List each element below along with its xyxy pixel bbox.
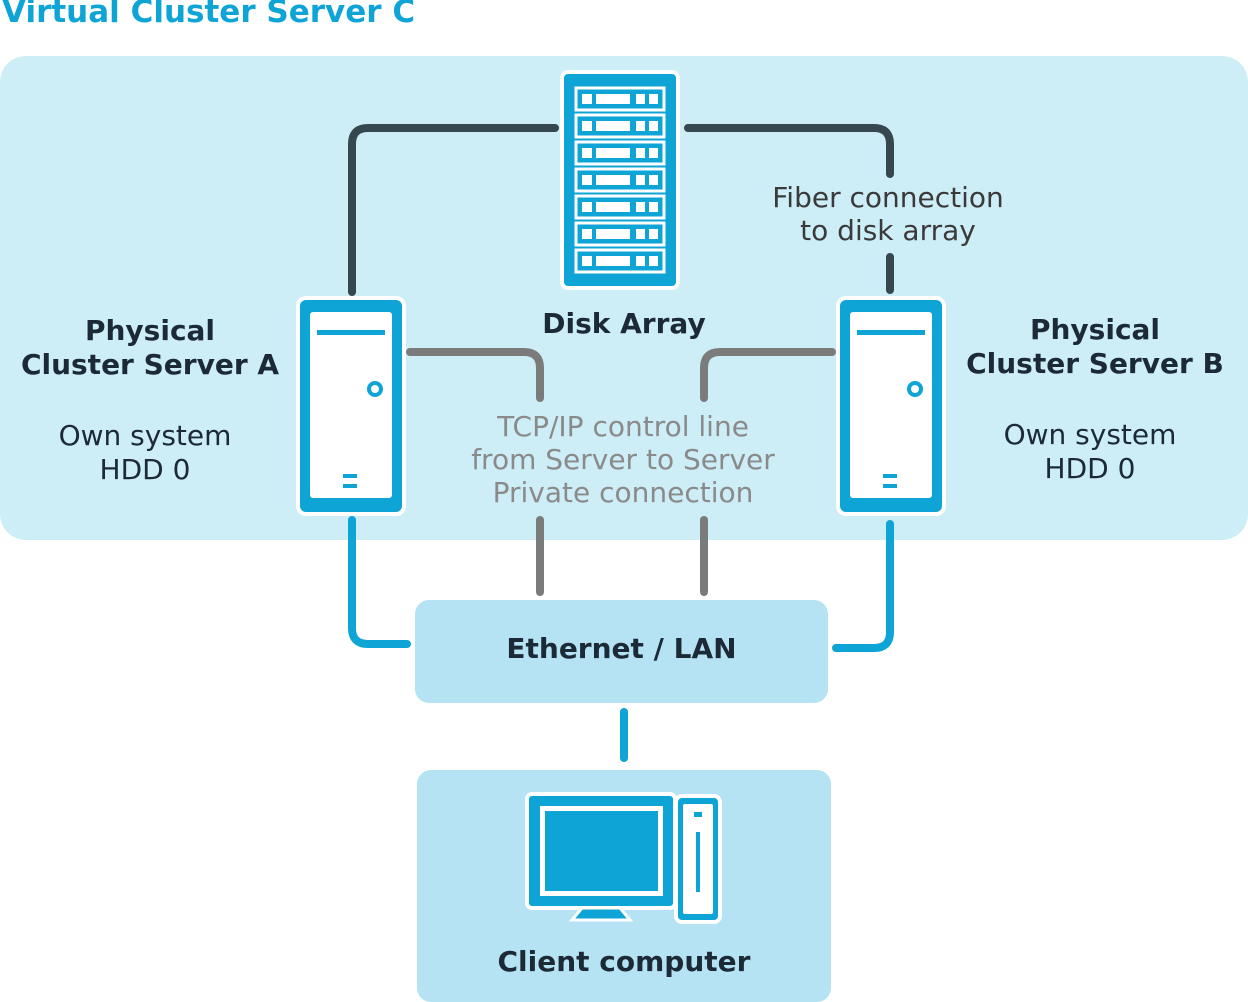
disk-array-label: Disk Array <box>542 307 706 340</box>
tcpip-label-line3: Private connection <box>492 476 754 509</box>
server-a-system-line1: Own system <box>58 419 232 452</box>
server-a-name-line1: Physical <box>84 314 216 347</box>
server-b-system-line2: HDD 0 <box>1044 452 1136 485</box>
lan-line-server-a <box>348 516 411 648</box>
fiber-connection-label: Fiber connection to disk array <box>748 181 1028 247</box>
fiber-label-line2: to disk array <box>800 214 976 247</box>
tcpip-label-line2: from Server to Server <box>471 443 775 476</box>
lan-label: Ethernet / LAN <box>506 632 737 665</box>
tcpip-line-left-top <box>406 348 544 402</box>
server-b-system: Own system HDD 0 <box>965 418 1215 486</box>
server-b-icon <box>836 296 946 516</box>
server-a-system: Own system HDD 0 <box>20 419 270 487</box>
server-b-system-line1: Own system <box>1003 418 1177 451</box>
fiber-line-server-a <box>348 124 559 296</box>
server-a-icon <box>296 296 406 516</box>
server-b-name: Physical Cluster Server B <box>955 313 1235 381</box>
lan-line-server-b <box>832 520 894 652</box>
tcpip-label: TCP/IP control line from Server to Serve… <box>443 410 803 509</box>
client-computer-icon <box>525 792 722 924</box>
fiber-label-line1: Fiber connection <box>772 181 1004 214</box>
fiber-line-server-b-top <box>684 124 894 178</box>
server-a-name-line2: Cluster Server A <box>20 348 280 381</box>
ethernet-lan-box <box>415 600 828 703</box>
disk-array-icon <box>560 70 680 290</box>
server-a-name: Physical Cluster Server A <box>10 314 290 382</box>
server-a-system-line2: HDD 0 <box>99 453 191 486</box>
tcpip-line-right-top <box>700 348 836 402</box>
tcpip-label-line1: TCP/IP control line <box>497 410 749 443</box>
client-label: Client computer <box>497 945 751 978</box>
diagram-title: Virtual Cluster Server C <box>2 0 416 30</box>
server-b-name-line1: Physical <box>1029 313 1161 346</box>
server-b-name-line2: Cluster Server B <box>966 347 1224 380</box>
